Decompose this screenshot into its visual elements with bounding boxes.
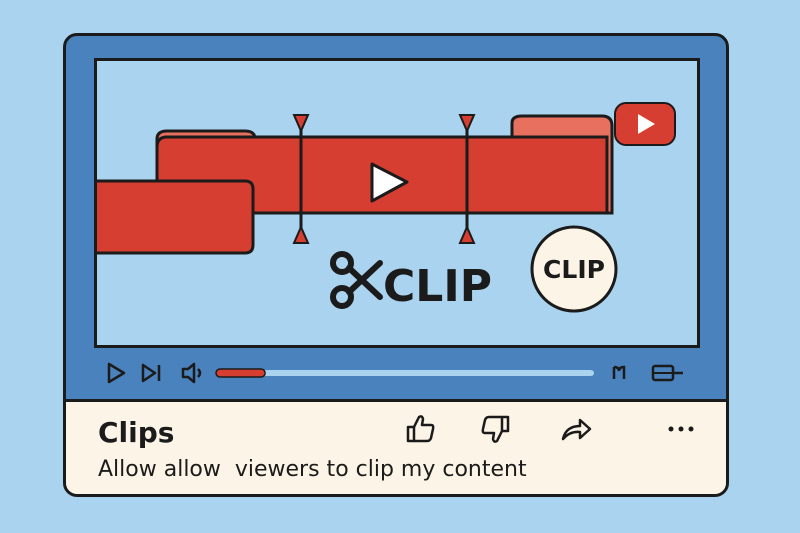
video-info-panel: Clips Allow allow viewers to clip my con… [66,399,726,494]
progress-fill [215,368,266,378]
clip-end-marker-bottom [458,224,476,244]
share-icon[interactable] [558,412,594,446]
video-player-window: CLIP CLIP [63,33,729,497]
video-screen[interactable]: CLIP CLIP [94,58,700,348]
clip-illustration: CLIP CLIP [97,102,676,313]
ribbon-curl [510,114,614,215]
more-options-icon[interactable] [664,412,698,446]
volume-button[interactable] [179,358,209,388]
video-description: Allow allow viewers to clip my content [98,457,527,482]
ribbon-front [97,179,255,255]
progress-bar[interactable] [214,358,599,388]
dislike-icon[interactable] [478,412,512,446]
clip-start-marker-bottom [292,224,310,244]
clip-badge-text: CLIP [543,255,605,284]
next-button[interactable] [139,358,165,388]
player-controls [94,358,700,388]
scissors-icon [330,251,383,309]
play-icon [370,162,409,203]
theater-mode-icon[interactable] [649,358,687,388]
youtube-logo-icon [614,102,676,146]
clip-end-marker-top [458,114,476,134]
miniplayer-icon[interactable] [608,358,634,388]
like-icon[interactable] [404,412,438,446]
clip-start-marker-top [292,114,310,134]
play-button[interactable] [104,358,128,388]
video-title: Clips [98,416,175,449]
clip-overlay-text: CLIP [383,261,492,312]
clip-badge: CLIP [530,225,618,313]
